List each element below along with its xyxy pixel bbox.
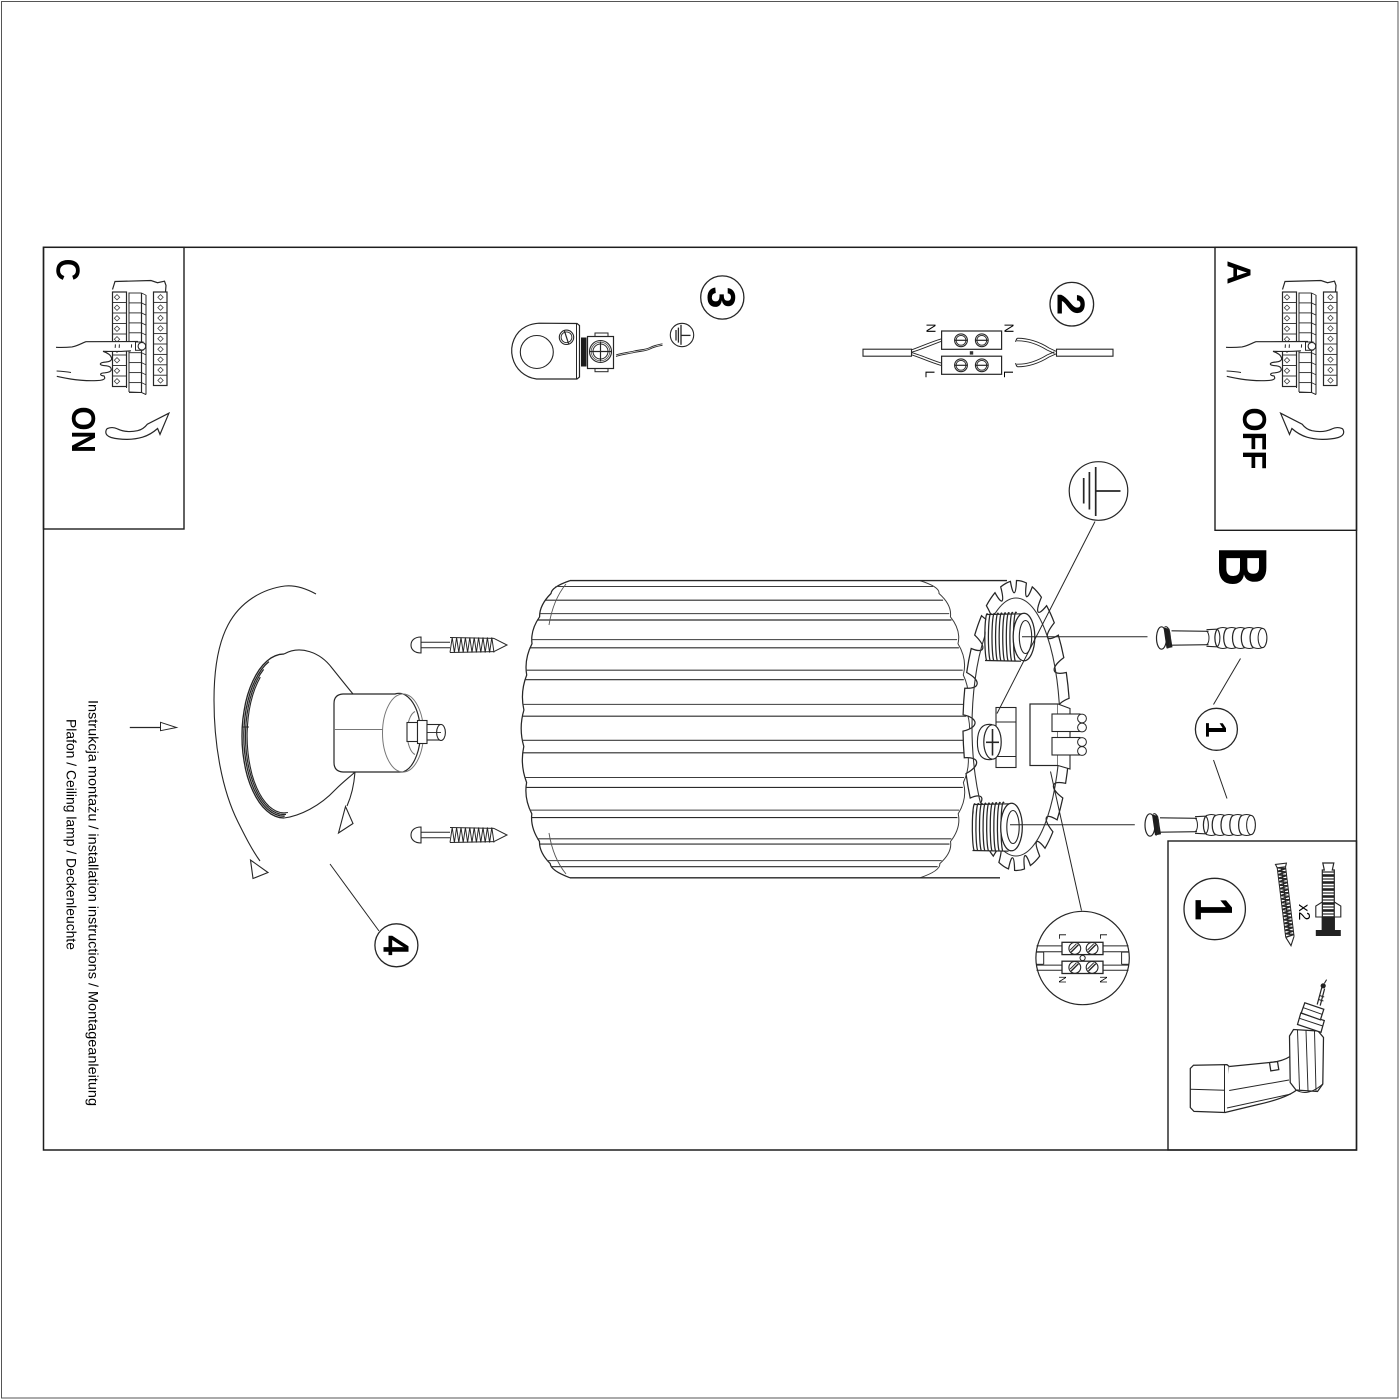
svg-text:Plafon / Ceiling lamp / Decken: Plafon / Ceiling lamp / Deckenleuchte [63,719,79,950]
svg-text:N: N [1056,976,1067,983]
svg-text:ON: ON [65,407,102,454]
svg-text:N: N [924,324,939,333]
svg-text:4: 4 [375,935,416,955]
svg-text:3: 3 [699,287,742,309]
svg-text:N: N [1002,324,1017,333]
svg-text:A: A [1221,261,1258,285]
svg-text:1: 1 [1199,721,1231,737]
svg-text:L: L [1001,371,1016,378]
svg-text:L: L [1056,934,1067,940]
svg-text:C: C [50,259,87,281]
svg-text:1: 1 [1183,898,1242,921]
svg-text:N: N [1097,976,1108,983]
svg-text:x2: x2 [1295,904,1312,920]
svg-text:OFF: OFF [1236,408,1273,470]
svg-text:2: 2 [1049,293,1092,315]
svg-text:L: L [923,371,938,378]
svg-text:L: L [1097,934,1108,940]
svg-text:Instrukcja montażu / installat: Instrukcja montażu / installation instru… [85,700,101,1106]
svg-text:B: B [1204,547,1281,587]
